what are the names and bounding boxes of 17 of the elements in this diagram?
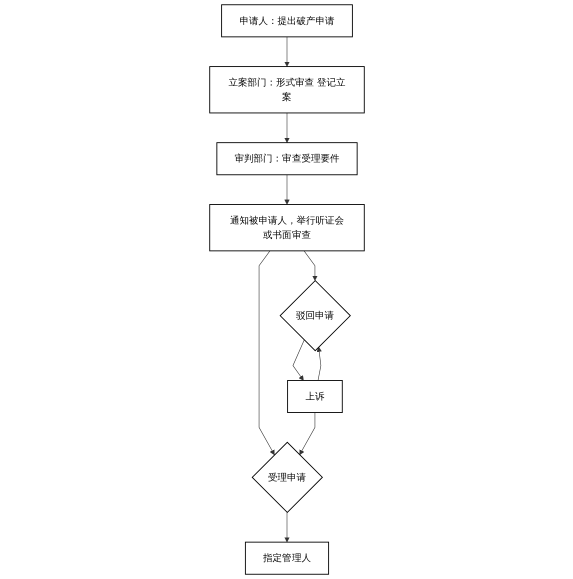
arrow [298, 412, 315, 456]
arrow [284, 36, 290, 67]
node-diamond: 驳回申请 [279, 280, 350, 352]
node-diamond: 受理申请 [251, 442, 322, 514]
node-box: 申请人：提出破产申请 [220, 4, 352, 38]
arrow [292, 340, 304, 381]
node-box: 立案部门：形式审查 登记立案 [208, 66, 364, 114]
node-box: 通知被申请人，举行听证会或书面审查 [208, 204, 364, 252]
arrow [284, 112, 290, 143]
arrow [316, 346, 322, 381]
arrow [258, 250, 274, 456]
arrow [284, 174, 290, 205]
node-box: 上诉 [286, 380, 342, 413]
arrow [284, 512, 290, 542]
node-box: 指定管理人 [244, 542, 329, 575]
arrow [303, 250, 318, 281]
node-box: 审判部门：审查受理要件 [216, 142, 358, 176]
